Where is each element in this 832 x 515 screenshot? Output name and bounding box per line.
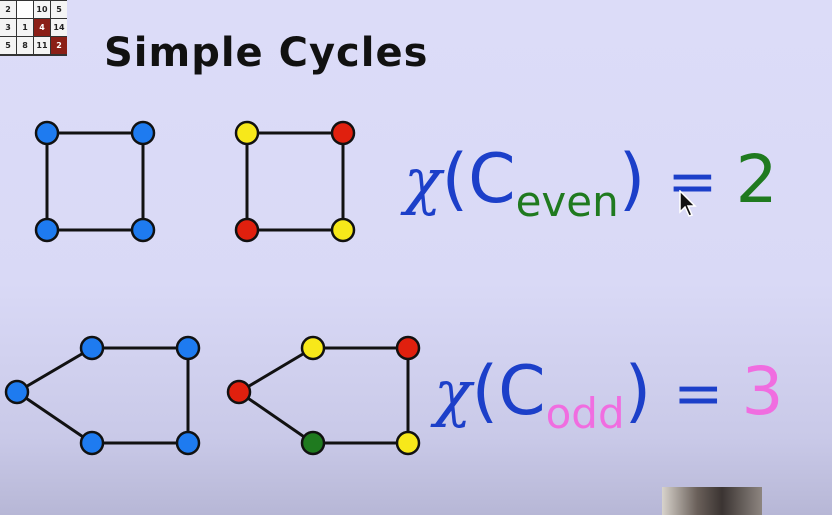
chi-symbol: χ	[434, 356, 472, 429]
vertex	[79, 430, 105, 456]
odd-value: 3	[741, 353, 784, 430]
vertex	[34, 217, 60, 243]
vertex	[395, 430, 421, 456]
equals-sign: =	[673, 359, 724, 429]
vertex	[34, 120, 60, 146]
edge	[238, 346, 314, 394]
vertex	[79, 335, 105, 361]
even-value: 2	[735, 141, 778, 218]
vertex	[234, 217, 260, 243]
close-paren: )	[618, 140, 646, 219]
vertex	[130, 217, 156, 243]
chromatic-number-even-formula: χ(Ceven)=2	[404, 140, 778, 226]
pentagon-uncolored-graph	[16, 346, 190, 445]
logo-cell: 11	[34, 37, 50, 54]
vertex	[395, 335, 421, 361]
cycle-symbol: C	[468, 140, 516, 219]
pentagon-uncolored-vertices	[4, 335, 201, 456]
logo-cell: 2	[51, 37, 67, 54]
webcam-overlay	[662, 487, 762, 515]
vertex	[4, 379, 30, 405]
logo-cell: 8	[17, 37, 33, 54]
vertex	[330, 120, 356, 146]
vertex	[300, 430, 326, 456]
square-colored-vertices	[234, 120, 356, 243]
logo-cell: 5	[51, 1, 67, 18]
square-colored-graph	[245, 131, 345, 232]
vertex	[130, 120, 156, 146]
logo-cell: 4	[34, 19, 50, 36]
square-uncolored-graph	[45, 131, 145, 232]
logo-cell	[17, 1, 33, 18]
logo-cell: 2	[0, 1, 16, 18]
vertex	[226, 379, 252, 405]
mouse-cursor-icon	[679, 190, 697, 217]
even-subscript: even	[515, 177, 619, 226]
slide-title: Simple Cycles	[104, 30, 429, 76]
odd-subscript: odd	[545, 389, 625, 438]
edge	[16, 390, 93, 445]
edge	[238, 390, 314, 445]
cycle-symbol: C	[498, 352, 546, 431]
logo-cell: 10	[34, 1, 50, 18]
chi-symbol: χ	[404, 144, 442, 217]
logo-cell: 14	[51, 19, 67, 36]
vertex	[175, 335, 201, 361]
vertex	[175, 430, 201, 456]
close-paren: )	[624, 352, 652, 431]
logo-cell: 1	[17, 19, 33, 36]
open-paren: (	[471, 352, 499, 431]
logo-cell: 3	[0, 19, 16, 36]
chromatic-number-odd-formula: χ(Codd) =3	[434, 352, 784, 438]
vertex	[234, 120, 260, 146]
vertex	[300, 335, 326, 361]
square-uncolored-vertices	[34, 120, 156, 243]
pentagon-colored-graph	[238, 346, 410, 445]
sudoku-logo: 2 10 5 3 1 4 14 5 8 11 2	[0, 0, 67, 56]
logo-cell: 5	[0, 37, 16, 54]
vertex	[330, 217, 356, 243]
edge	[16, 346, 93, 394]
pentagon-colored-vertices	[226, 335, 421, 456]
open-paren: (	[441, 140, 469, 219]
